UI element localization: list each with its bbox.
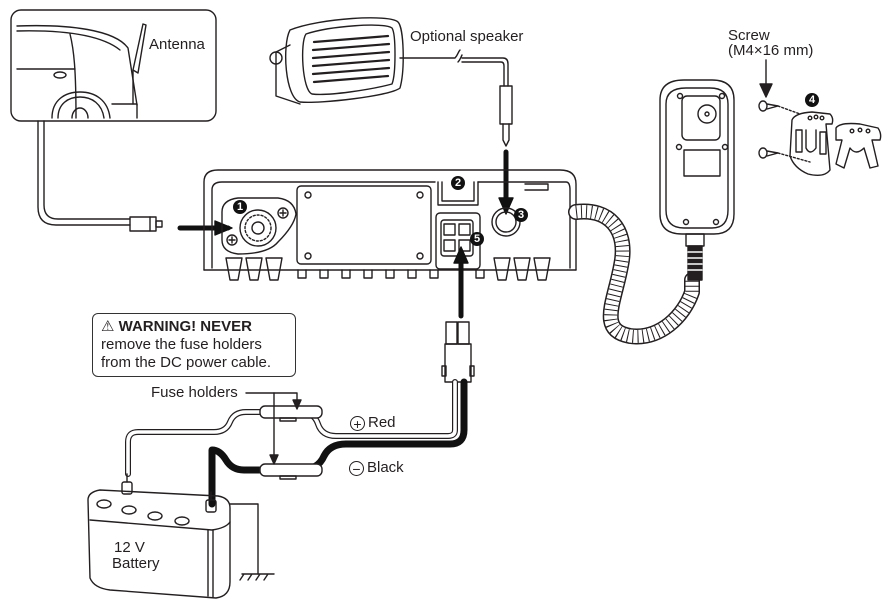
- arrow-antenna: [177, 220, 233, 236]
- battery-voltage-label: 12 V: [114, 539, 145, 556]
- callout-5: 5: [470, 232, 484, 246]
- warning-icon: ⚠: [101, 318, 115, 335]
- car-handle: [53, 71, 67, 79]
- ground-wire: [229, 503, 259, 575]
- radio-fins: [225, 257, 551, 281]
- ground-icon: [239, 573, 275, 581]
- speaker-jack: [491, 207, 521, 237]
- radio-outer: [203, 169, 577, 271]
- radio-rear-panel: [203, 169, 577, 281]
- fuse-holder-red: [259, 405, 323, 419]
- battery: [87, 473, 275, 599]
- ground-terminal: [437, 181, 479, 206]
- speaker-body: [285, 17, 404, 104]
- mic-hanger-assembly: [758, 59, 882, 177]
- speaker-bracket: [275, 44, 301, 105]
- car-wheel: [51, 91, 111, 119]
- antenna-label: Antenna: [149, 36, 205, 53]
- callout-4: 4: [805, 93, 819, 107]
- red-wire-label: +Red: [350, 414, 396, 431]
- minus-icon: −: [349, 461, 364, 476]
- pl259-plug: [129, 216, 157, 232]
- speaker-cable: [399, 49, 463, 63]
- antenna-connector: [239, 209, 277, 247]
- screw-icon: [758, 100, 779, 159]
- antenna-cable: [37, 120, 163, 232]
- arrow-speaker: [498, 149, 514, 215]
- dc-plug-pin: [445, 321, 458, 345]
- callout-3: 3: [514, 208, 528, 222]
- car-roof-line: [16, 24, 138, 106]
- microphone-body: [659, 79, 735, 235]
- microphone-cord: [568, 203, 700, 345]
- car-inset-frame: [10, 9, 217, 122]
- warning-title: ⚠ WARNING! NEVER: [101, 318, 252, 335]
- antenna-whip: [132, 23, 147, 74]
- microphone: [659, 79, 735, 281]
- car-inset: [10, 9, 217, 122]
- warning-line-2: from the DC power cable.: [101, 354, 272, 371]
- ptt-button: [681, 95, 721, 141]
- battery-label: Battery: [112, 555, 160, 572]
- callout-2: 2: [451, 176, 465, 190]
- screw-size-label: (M4×16 mm): [728, 42, 814, 59]
- fuse-holder-black: [259, 463, 323, 477]
- optional-speaker-label: Optional speaker: [410, 28, 524, 45]
- black-wire-label: −Black: [349, 459, 404, 476]
- hanger-clip: [835, 122, 882, 169]
- screw-label: Screw: [728, 27, 770, 44]
- car-door-line: [69, 33, 77, 119]
- callout-1: 1: [233, 200, 247, 214]
- antenna-connector-plate: [221, 197, 297, 255]
- speaker-knob: [269, 51, 283, 65]
- hanger-plate: [789, 111, 834, 177]
- warning-line-1: remove the fuse holders: [101, 336, 262, 353]
- plus-icon: +: [350, 416, 365, 431]
- speaker-plug: [499, 85, 513, 125]
- speaker: [269, 17, 513, 147]
- dc-power-cable: [125, 246, 475, 508]
- warning-box: ⚠ WARNING! NEVER remove the fuse holders…: [92, 313, 296, 377]
- dc-plug: [444, 343, 472, 383]
- rear-plate: [296, 185, 432, 265]
- battery-body: [87, 489, 231, 599]
- fuse-holders-label: Fuse holders: [151, 384, 238, 401]
